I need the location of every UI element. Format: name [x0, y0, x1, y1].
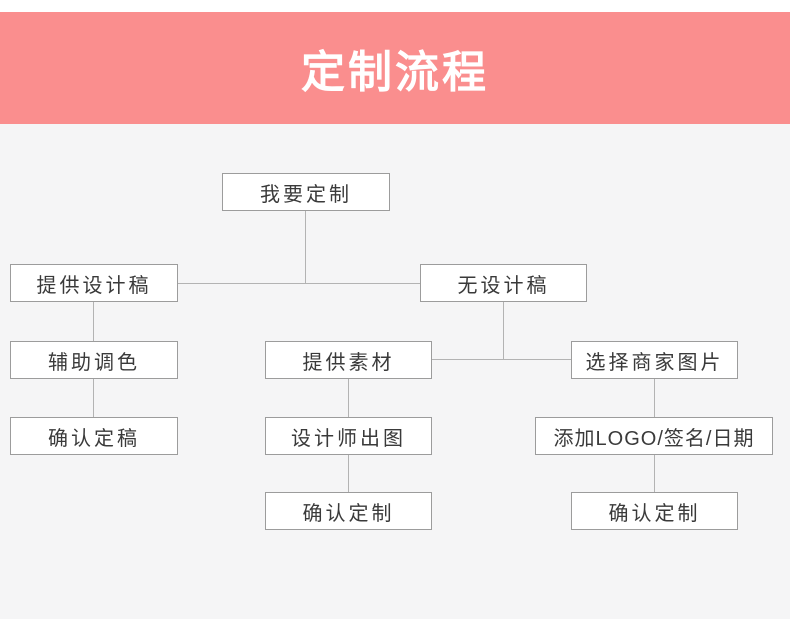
flow-node-provide-material: 提供素材 — [265, 341, 432, 379]
connector-material-down — [348, 379, 349, 417]
connector-designer-down — [348, 455, 349, 492]
connector-root-down — [305, 211, 306, 283]
connector-rightbranch-horizontal — [432, 359, 571, 360]
flow-node-root: 我要定制 — [222, 173, 390, 211]
flow-node-designer-output: 设计师出图 — [265, 417, 432, 455]
connector-addlogo-down — [654, 455, 655, 492]
connector-rightbranch-down — [503, 302, 504, 360]
header-banner: 定制流程 — [0, 12, 790, 124]
connector-branch-horizontal — [178, 283, 420, 284]
flow-node-no-design-draft: 无设计稿 — [420, 264, 587, 302]
flow-node-add-logo-sign-date: 添加LOGO/签名/日期 — [535, 417, 773, 455]
connector-assistcolor-down — [93, 379, 94, 417]
flow-node-provide-design-draft: 提供设计稿 — [10, 264, 178, 302]
flow-node-confirm-final-draft: 确认定稿 — [10, 417, 178, 455]
flow-node-choose-merchant-image: 选择商家图片 — [571, 341, 738, 379]
flow-node-confirm-custom-mid: 确认定制 — [265, 492, 432, 530]
flow-node-confirm-custom-right: 确认定制 — [571, 492, 738, 530]
connector-merchantimage-down — [654, 379, 655, 417]
flow-node-assist-color: 辅助调色 — [10, 341, 178, 379]
page-title: 定制流程 — [301, 48, 489, 97]
connector-leftbranch-down — [93, 302, 94, 341]
